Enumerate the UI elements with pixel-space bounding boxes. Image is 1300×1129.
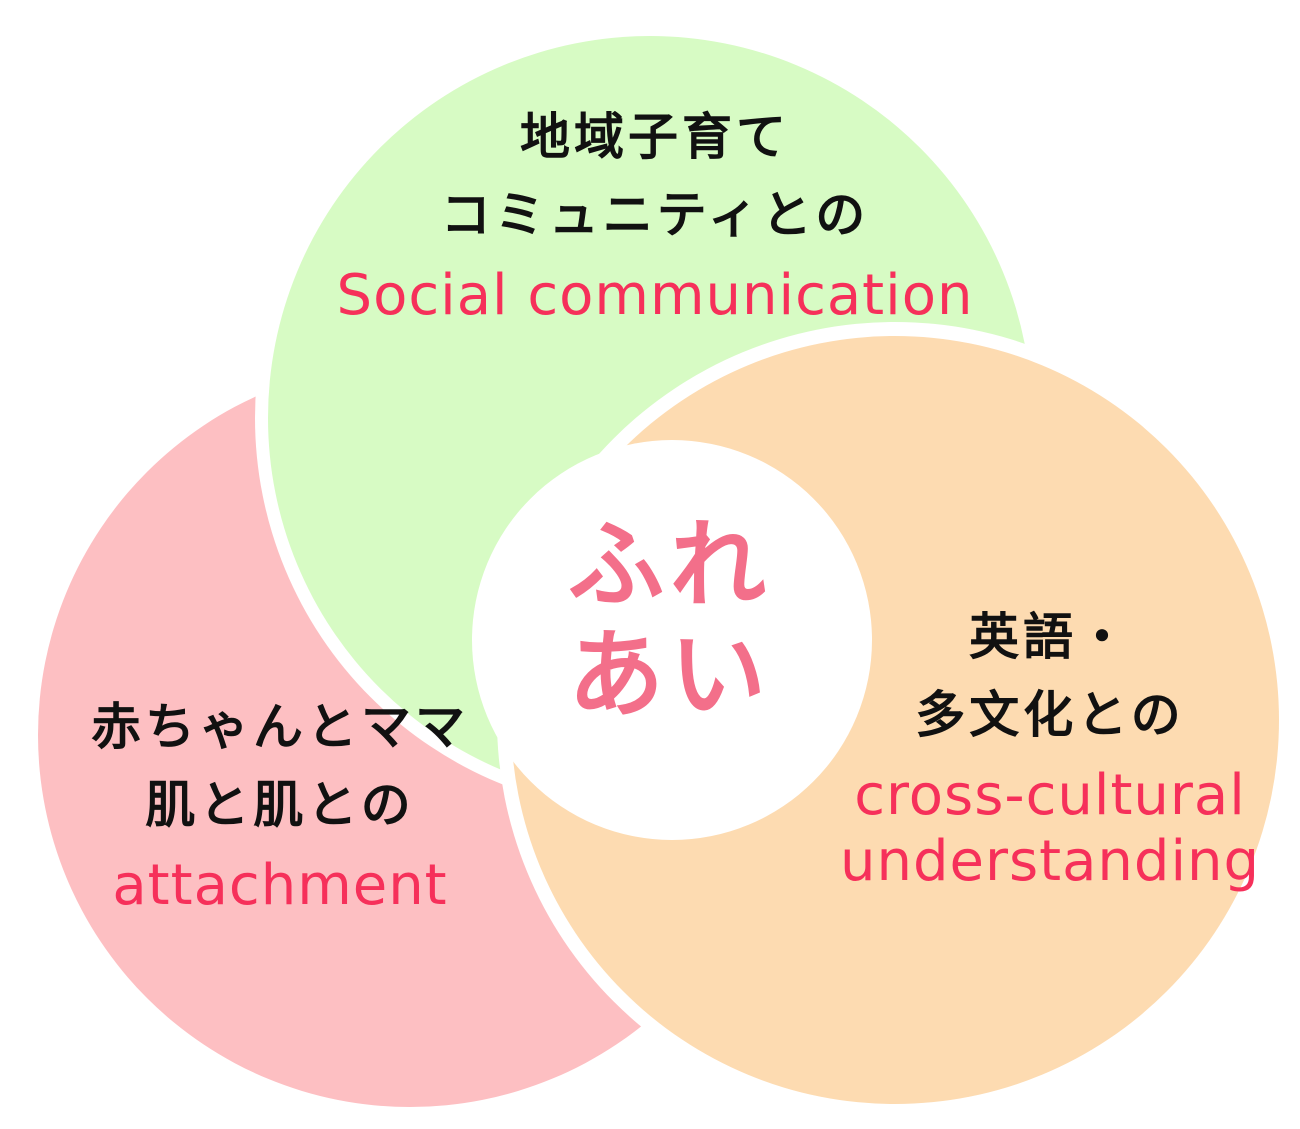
- center-label-line1: ふれ: [568, 509, 772, 621]
- top-circle-label: 地域子育て コミュニティとの Social communication: [290, 112, 1020, 334]
- top-label-line2: コミュニティとの: [440, 186, 870, 244]
- left-label-line2: 肌と肌との: [145, 776, 415, 834]
- right-label-line1: 英語・: [969, 608, 1131, 666]
- center-label-line2: あい: [568, 619, 772, 732]
- left-label-english: attachment: [112, 853, 448, 918]
- top-label-english: Social communication: [336, 263, 974, 328]
- left-circle-label: 赤ちゃんとママ 肌と肌との attachment: [10, 702, 550, 924]
- top-label-line1: 地域子育て: [520, 108, 790, 166]
- right-label-english-line2: understanding: [839, 829, 1261, 894]
- left-label-line1: 赤ちゃんとママ: [91, 698, 469, 756]
- center-label: ふれ あい: [520, 510, 820, 731]
- right-circle-label: 英語・ 多文化との cross-cultural understanding: [800, 612, 1300, 900]
- right-label-english-line1: cross-cultural: [854, 763, 1246, 828]
- right-label-line2: 多文化との: [915, 686, 1185, 744]
- center-circle: [472, 440, 872, 840]
